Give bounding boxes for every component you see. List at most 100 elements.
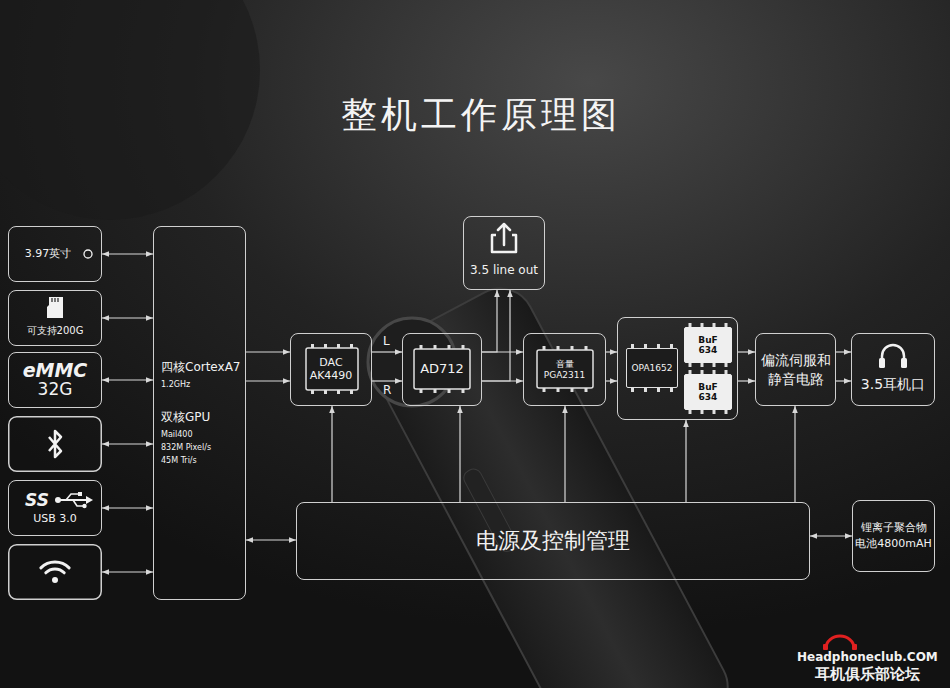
usb-dot [55, 497, 61, 503]
signal-arrow [246, 380, 290, 381]
box-text: 634 [699, 392, 718, 402]
box-text: Mail400 [161, 430, 193, 439]
chip-body [306, 348, 358, 390]
process-box: 偏流伺服和 静音电路 [755, 333, 836, 406]
box-text: AD712 [420, 362, 464, 377]
chip-pin [689, 410, 692, 414]
box-text: 四核CortexA7 [161, 361, 240, 375]
box-text: 偏流伺服和 静音电路 [760, 351, 832, 387]
box-text: 可支持200G [27, 325, 84, 337]
chip-pin [725, 363, 728, 367]
watermark-text: Headphoneclub.COM [797, 651, 938, 665]
signal-arrow [102, 317, 153, 318]
chip-pin [420, 389, 423, 393]
chip-pin [448, 345, 451, 349]
box-text: AK4490 [310, 370, 353, 383]
box-text: SS [25, 491, 49, 510]
player-body [364, 277, 739, 688]
wifi-arc [46, 569, 64, 573]
process-box: 锂离子聚合物 电池4800mAH [852, 500, 935, 572]
chip-body [414, 349, 470, 389]
bluetooth-icon [49, 431, 61, 457]
box-text: 锂离子聚合物 电池4800mAH [855, 520, 933, 553]
chip-pin [311, 344, 314, 348]
usb-square [78, 492, 82, 496]
box-text: 3.97英寸 [25, 248, 72, 261]
box-text: 音量 [556, 359, 574, 369]
signal-arrow [246, 351, 290, 352]
chip-pin [571, 388, 574, 392]
share-arrow [498, 224, 510, 245]
box-text: OPA1652 [632, 363, 673, 373]
chip-pin [434, 345, 437, 349]
bluetooth-arrow [102, 443, 153, 444]
chip-pin [701, 410, 704, 414]
logo-headphone [826, 636, 854, 648]
chip-pin [324, 344, 327, 348]
wifi-arrow [102, 571, 153, 572]
signal-arrow [836, 380, 851, 381]
box-text: eMMC [23, 361, 88, 381]
chip-pin [448, 389, 451, 393]
process-box: 电源及控制管理 [296, 502, 810, 580]
chip-pin [337, 344, 340, 348]
wifi-icon [41, 562, 69, 583]
chip-pin [713, 410, 716, 414]
chip-pin [689, 363, 692, 367]
chip-pin [557, 388, 560, 392]
signal-arrow [836, 351, 851, 352]
box-text: DAC [319, 357, 342, 370]
chip-pin [657, 388, 660, 392]
headphone-icon [879, 345, 907, 368]
wifi-box [9, 545, 102, 600]
chip-pin [557, 346, 560, 350]
channel-label: L [383, 335, 390, 349]
chip-pin [585, 346, 588, 350]
box-text: BuF [698, 335, 717, 345]
chip-pin [337, 390, 340, 394]
chip-pin [701, 363, 704, 367]
headphone-cup [901, 358, 907, 368]
chip-box: OPA1652 [626, 348, 678, 388]
chip-pin [434, 389, 437, 393]
chip-pin [462, 389, 465, 393]
signal-arrow [331, 406, 332, 502]
chip-pin [644, 388, 647, 392]
logo-cup [852, 644, 857, 650]
chip-pin [311, 390, 314, 394]
chip-pin [350, 344, 353, 348]
signal-arrow [606, 351, 617, 352]
headphone-band [882, 345, 904, 361]
chip-pin [543, 346, 546, 350]
signal-arrow [102, 379, 153, 380]
group-box: OPA1652BuF634BuF634 [617, 317, 738, 420]
process-box: 可支持200G [8, 290, 102, 346]
signal-arrow [794, 406, 795, 502]
box-text: 3.5 line out [470, 264, 538, 278]
chip-pin [631, 388, 634, 392]
chip-pin [420, 345, 423, 349]
signal-arrow [606, 380, 617, 381]
box-text: USB 3.0 [33, 513, 77, 526]
share-icon [492, 224, 516, 252]
screen-icon [84, 250, 92, 258]
box-text: 1.2GHz [161, 380, 190, 389]
sd-card-icon [47, 297, 63, 318]
chip-pin [324, 390, 327, 394]
wifi-arc [41, 562, 69, 568]
signal-arrow [459, 406, 460, 502]
box-text: 3.5耳机口 [861, 376, 925, 392]
process-box: eMMC32G [8, 352, 102, 408]
background-disc [0, 0, 260, 220]
signal-arrow [102, 253, 153, 254]
chip-pin [585, 388, 588, 392]
chip-body [537, 350, 593, 388]
usb-branch [73, 500, 83, 506]
signal-arrow [738, 380, 755, 381]
box-text: 634 [699, 345, 718, 355]
process-box: 3.97英寸 [8, 226, 102, 282]
chip-pin [571, 346, 574, 350]
process-box: 3.5耳机口 [851, 333, 935, 406]
signal-arrow [102, 507, 153, 508]
process-box: 四核CortexA71.2GHz双核GPUMail400832M Pixel/s… [153, 226, 246, 600]
